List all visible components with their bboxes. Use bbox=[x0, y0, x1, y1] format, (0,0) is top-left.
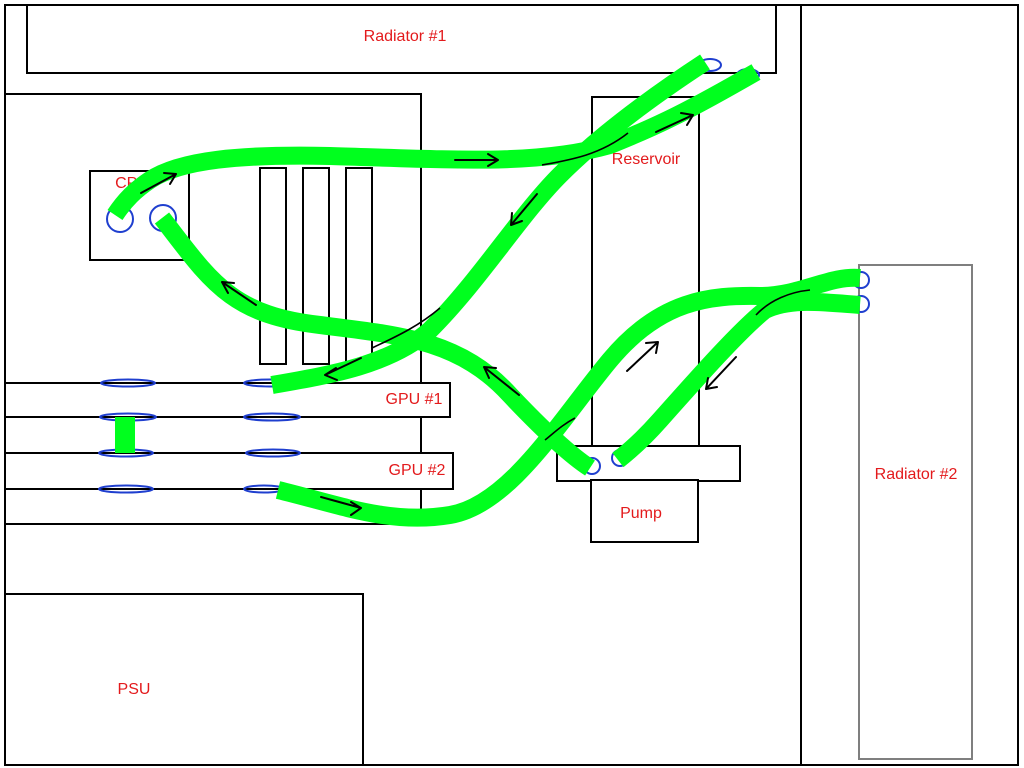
flow-arrow bbox=[655, 112, 694, 133]
gpu-1: GPU #1 bbox=[4, 382, 451, 418]
tube-crossing-line bbox=[544, 417, 576, 441]
tube-radiator1-to-cpu bbox=[107, 64, 761, 221]
gpu-port bbox=[98, 484, 154, 494]
flow-arrow bbox=[320, 496, 362, 516]
gpu-2-label: GPU #2 bbox=[389, 462, 446, 479]
flow-arrow bbox=[221, 281, 257, 306]
reservoir-label: Reservoir bbox=[612, 151, 681, 168]
radiator-1-label: Radiator #1 bbox=[364, 28, 447, 45]
flow-arrow bbox=[510, 193, 538, 226]
flow-arrow bbox=[324, 357, 362, 381]
gpu-port bbox=[243, 412, 301, 422]
psu-label: PSU bbox=[118, 681, 151, 698]
tube-gpu2-to-radiator2 bbox=[275, 268, 861, 527]
flow-arrow bbox=[140, 172, 177, 194]
tube-radiator1-to-gpu1 bbox=[270, 54, 710, 394]
flow-arrow bbox=[454, 153, 499, 167]
tube-radiator2-to-pump bbox=[612, 292, 861, 468]
tube-crossing-line bbox=[541, 132, 629, 166]
tube-crossing-line bbox=[371, 307, 441, 349]
gpu-ports bbox=[98, 378, 301, 494]
radiator-1: Radiator #1 bbox=[26, 4, 777, 74]
gpu-port bbox=[245, 448, 301, 458]
tubing bbox=[107, 54, 861, 527]
tube-crossing-line bbox=[755, 289, 811, 316]
flow-arrow bbox=[483, 366, 520, 396]
memory-slot bbox=[259, 167, 287, 365]
pump-body bbox=[590, 479, 699, 543]
flow-arrow bbox=[626, 341, 659, 372]
gpu-2: GPU #2 bbox=[4, 452, 454, 490]
psu: PSU bbox=[5, 593, 364, 765]
gpu-port bbox=[100, 378, 156, 388]
radiator-2: Radiator #2 bbox=[858, 264, 973, 760]
flow-arrow bbox=[705, 356, 737, 390]
flow-arrows bbox=[140, 112, 737, 516]
radiator-2-label: Radiator #2 bbox=[875, 466, 958, 483]
pump-label: Pump bbox=[620, 505, 662, 522]
gpu-1-label: GPU #1 bbox=[386, 391, 443, 408]
tube-crossings bbox=[371, 132, 811, 441]
pump-assembly: Pump bbox=[556, 445, 741, 543]
